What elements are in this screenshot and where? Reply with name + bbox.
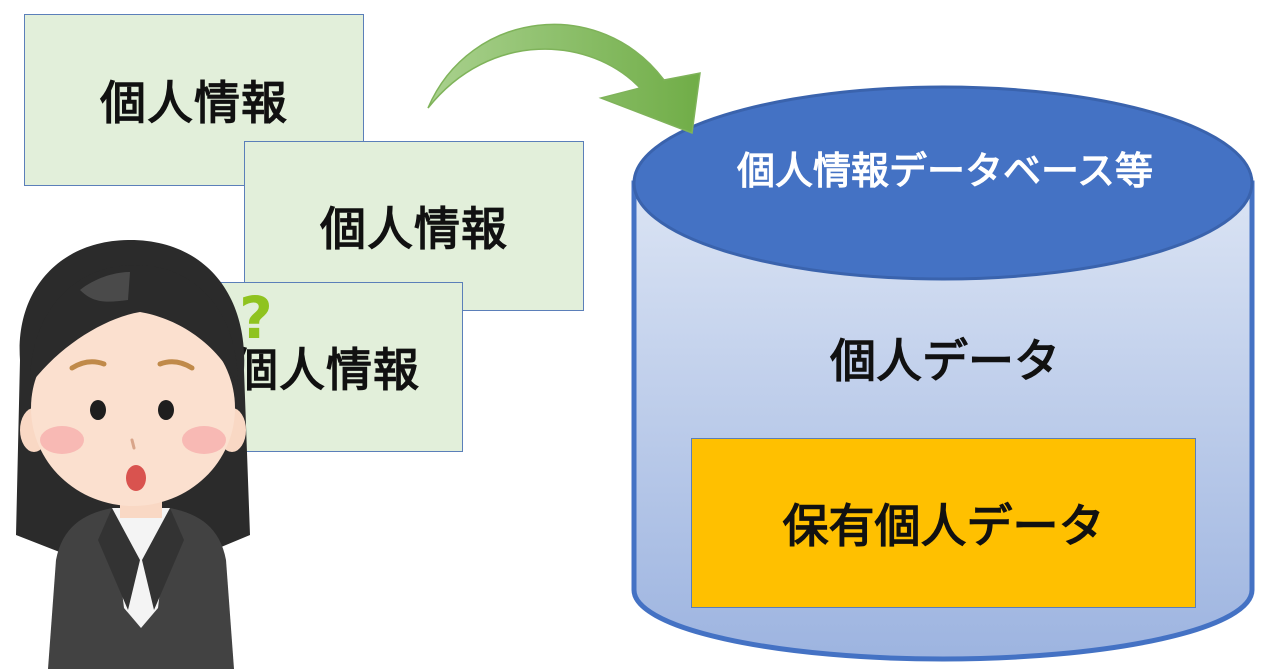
cheek-right-icon — [182, 426, 226, 454]
database-top — [632, 85, 1254, 281]
cheek-left-icon — [40, 426, 84, 454]
nose-icon — [130, 438, 136, 450]
database-body-label: 個人データ — [830, 334, 1060, 388]
eyebrow-left-icon — [69, 359, 107, 371]
eye-left-icon — [90, 400, 106, 420]
hair-bangs-icon — [30, 265, 238, 385]
curved-arrow-icon — [427, 23, 701, 135]
question-mark-icon: ? — [239, 284, 273, 352]
retained-personal-data-box: 保有個人データ — [691, 438, 1196, 608]
retained-label: 保有個人データ — [782, 499, 1105, 553]
card-label: 個人情報 — [232, 343, 420, 397]
face-icon — [31, 310, 235, 506]
database-title: 個人情報データベース等 — [736, 149, 1154, 193]
mouth-icon — [126, 465, 146, 491]
hair-highlight-icon — [80, 272, 130, 302]
card-label: 個人情報 — [100, 76, 288, 130]
lapel-icon — [98, 508, 184, 610]
card-label: 個人情報 — [320, 202, 508, 256]
eye-right-icon — [158, 400, 174, 420]
eyebrow-right-icon — [157, 359, 195, 371]
